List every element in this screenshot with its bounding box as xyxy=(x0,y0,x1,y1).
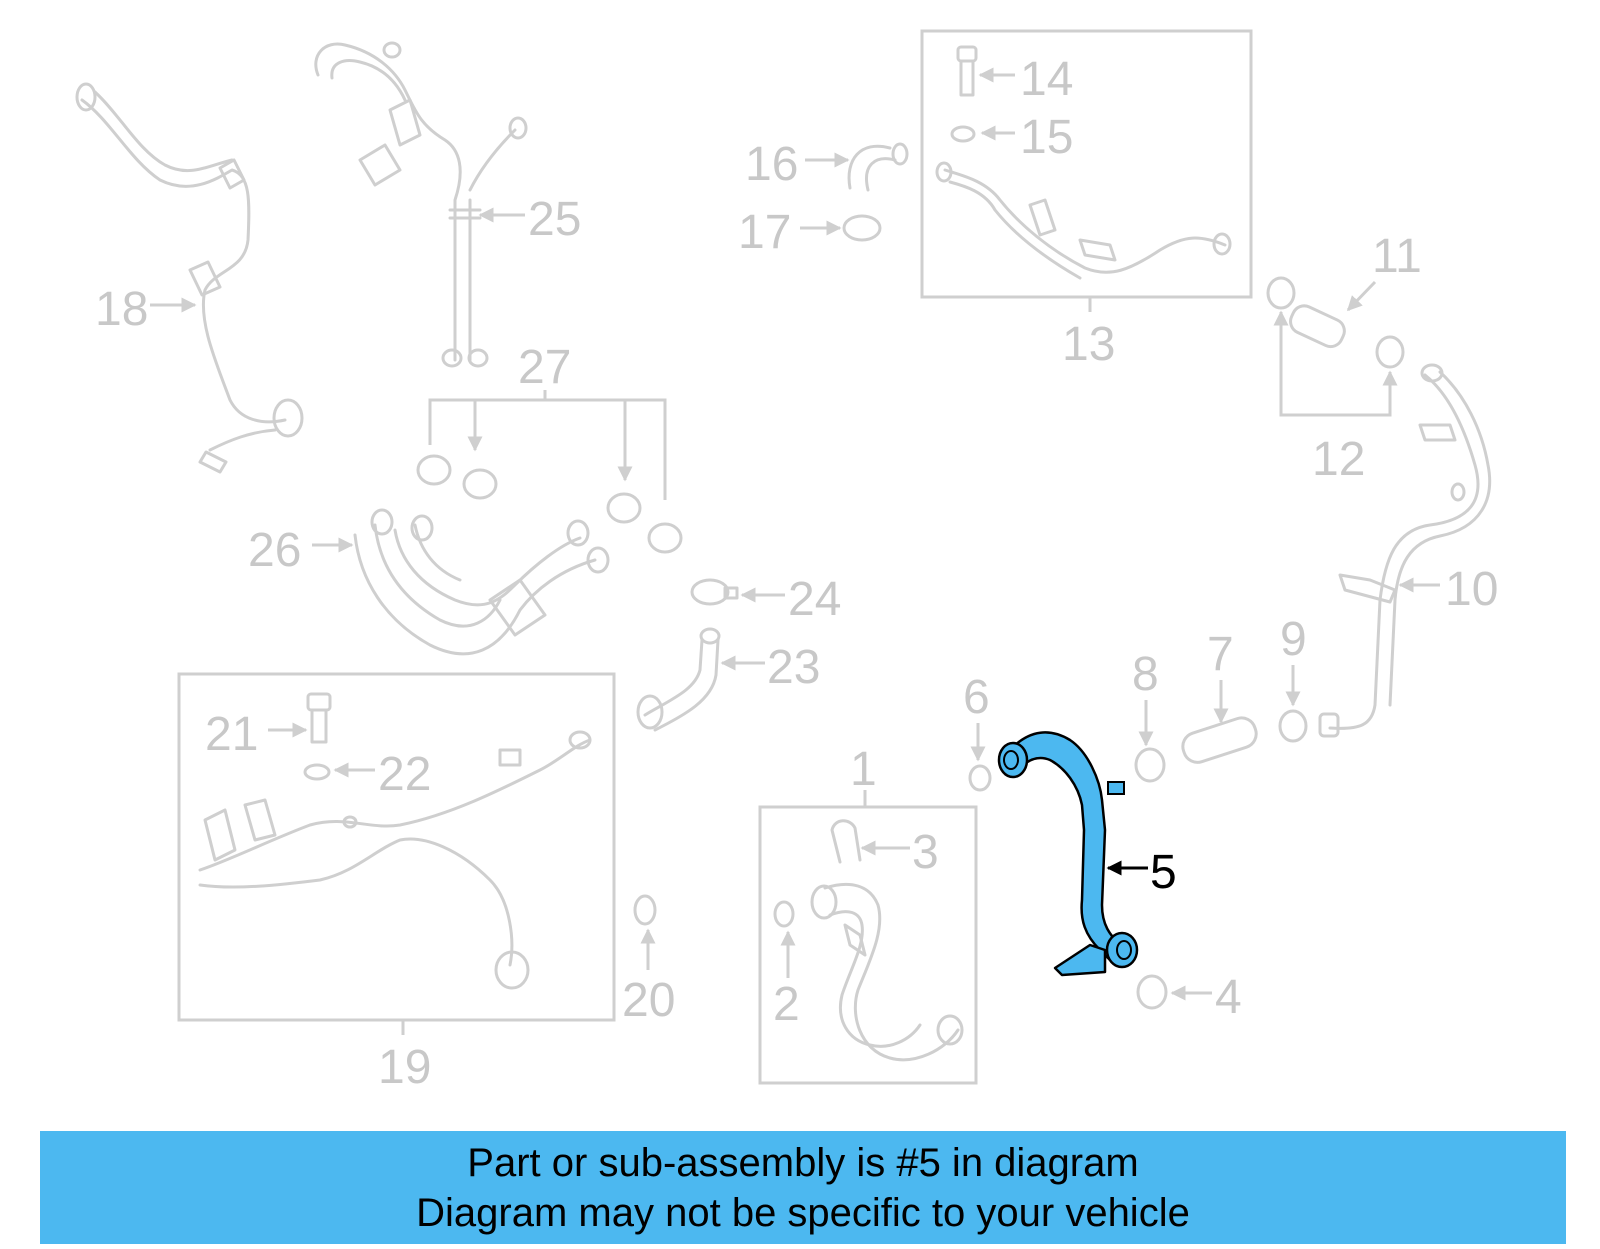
callout-17: 17 xyxy=(738,206,791,259)
callout-25: 25 xyxy=(528,193,581,246)
part-9-clamp[interactable] xyxy=(1278,709,1308,743)
callout-6: 6 xyxy=(963,671,990,724)
assembly-box-13 xyxy=(920,29,1253,299)
callout-5: 5 xyxy=(1150,846,1177,899)
callout-4: 4 xyxy=(1215,971,1242,1024)
callout-27: 27 xyxy=(518,341,571,394)
banner-line-1: Part or sub-assembly is #5 in diagram xyxy=(467,1140,1139,1185)
callout-10: 10 xyxy=(1445,563,1498,616)
part-2-washer[interactable] xyxy=(773,900,795,928)
part-7-hose[interactable] xyxy=(1179,714,1260,766)
part-25-hose[interactable] xyxy=(314,41,528,368)
callout-13: 13 xyxy=(1062,318,1115,371)
callout-9: 9 xyxy=(1280,613,1307,666)
part-13-pipe[interactable] xyxy=(935,161,1232,280)
part-10-pipe[interactable] xyxy=(1318,363,1492,738)
part-4-clamp[interactable] xyxy=(1136,974,1168,1010)
part-27-clamps[interactable] xyxy=(416,390,683,554)
banner-line-2: Diagram may not be specific to your vehi… xyxy=(416,1190,1190,1235)
callout-15: 15 xyxy=(1020,111,1073,164)
part-11-hose[interactable] xyxy=(1287,302,1349,351)
callout-11: 11 xyxy=(1372,230,1422,283)
callout-3: 3 xyxy=(912,826,939,879)
callout-1: 1 xyxy=(850,743,877,796)
part-3-clip[interactable] xyxy=(830,819,862,864)
callout-23: 23 xyxy=(767,641,820,694)
callout-19: 19 xyxy=(378,1041,431,1094)
part-17-clamp[interactable] xyxy=(842,214,882,242)
callout-8: 8 xyxy=(1132,648,1159,701)
part-15-washer[interactable] xyxy=(950,125,976,143)
part-22-washer[interactable] xyxy=(303,763,331,781)
callout-14: 14 xyxy=(1020,53,1073,106)
part-14-bolt[interactable] xyxy=(956,45,978,97)
part-18-hose[interactable] xyxy=(75,82,304,474)
callout-16: 16 xyxy=(745,138,798,191)
part-16-hose[interactable] xyxy=(847,144,897,192)
part-21-bolt[interactable] xyxy=(306,692,332,744)
info-banner: Part or sub-assembly is #5 in diagram Di… xyxy=(40,1131,1566,1244)
callout-24: 24 xyxy=(788,573,841,626)
part-1-pipe[interactable] xyxy=(810,882,964,1062)
part-8-clamp[interactable] xyxy=(1134,747,1166,783)
callout-21: 21 xyxy=(205,708,258,761)
part-24-clamp[interactable] xyxy=(690,578,739,606)
assembly-box-1 xyxy=(758,805,978,1085)
callout-7: 7 xyxy=(1207,628,1234,681)
part-12-clamps[interactable] xyxy=(1266,276,1405,417)
part-26-hose[interactable] xyxy=(353,508,610,656)
callout-18: 18 xyxy=(95,283,148,336)
callout-26: 26 xyxy=(248,524,301,577)
callout-22: 22 xyxy=(378,748,431,801)
part-23-hose[interactable] xyxy=(636,627,721,732)
part-19-pipe[interactable] xyxy=(198,730,592,990)
part-5-coolant-pipe[interactable] xyxy=(997,731,1139,977)
part-6-washer[interactable] xyxy=(968,764,992,792)
callout-2: 2 xyxy=(773,978,800,1031)
part-20-washer[interactable] xyxy=(633,894,657,926)
assembly-box-19 xyxy=(177,672,616,1022)
callout-12: 12 xyxy=(1312,433,1365,486)
parts-diagram: 18 25 27 26 xyxy=(75,29,1498,1094)
callout-20: 20 xyxy=(622,974,675,1027)
